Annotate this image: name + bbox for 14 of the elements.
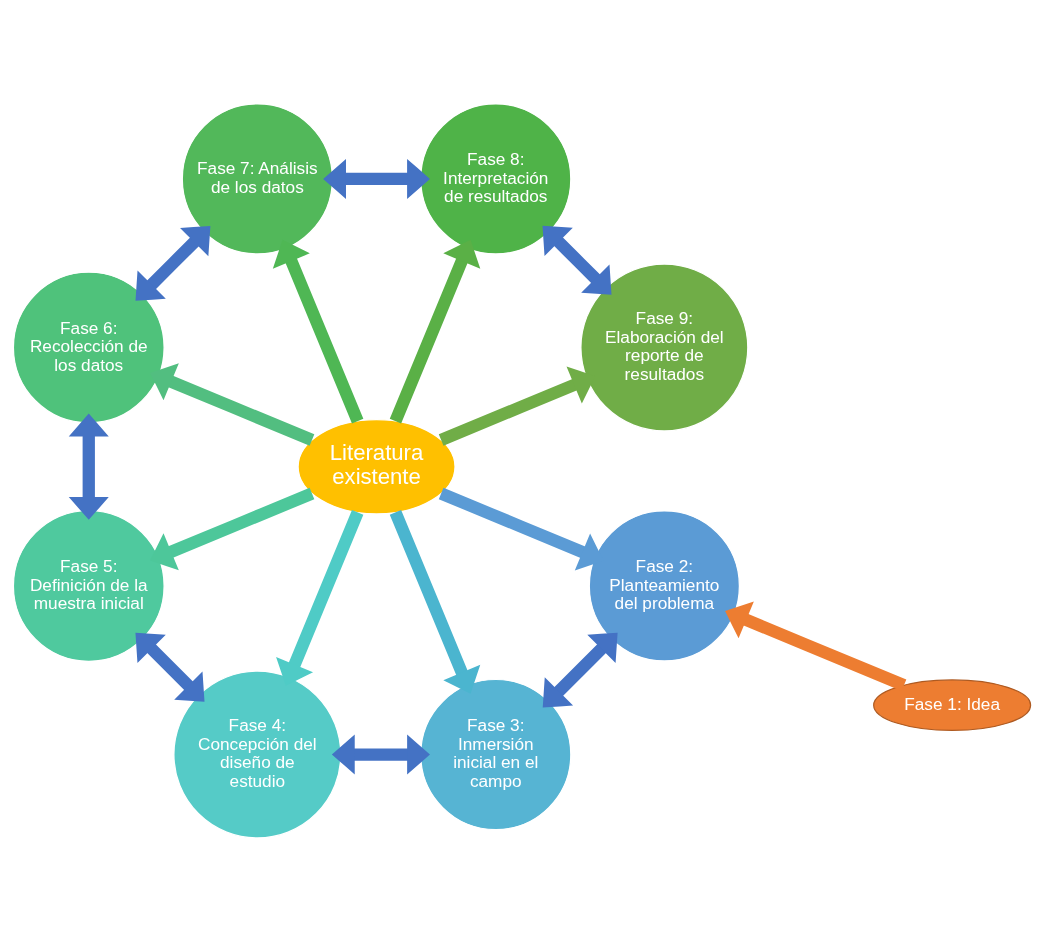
arrow (323, 158, 430, 199)
arrow (135, 225, 211, 301)
arrow (331, 734, 430, 775)
arrow (389, 509, 481, 694)
node-ellipse: Fase 1: Idea (873, 678, 1032, 731)
arrow (135, 632, 205, 702)
arrow (542, 225, 612, 295)
arrow (276, 509, 364, 686)
arrow (68, 413, 109, 520)
arrow (389, 239, 481, 423)
arrow (272, 239, 364, 423)
arrow (542, 632, 618, 708)
arrow (725, 600, 907, 691)
node-ellipse: Literatura existente (297, 418, 456, 515)
